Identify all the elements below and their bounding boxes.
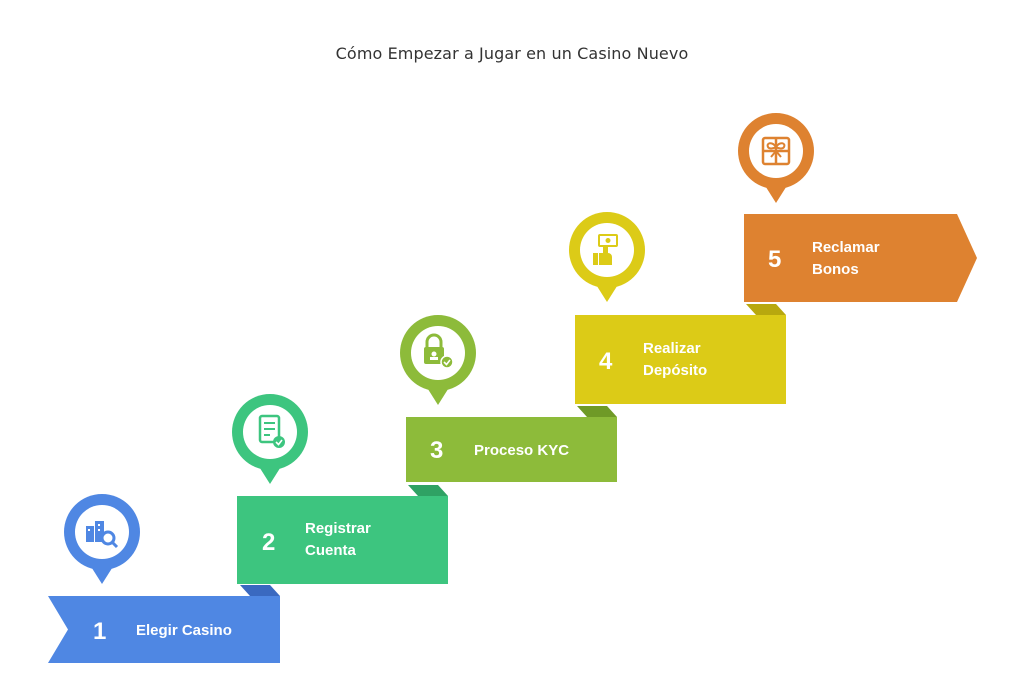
step-5: 5 Reclamar Bonos	[738, 113, 977, 302]
step-3: 3 Proceso KYC	[400, 315, 617, 482]
step-5-banner	[744, 214, 977, 302]
step-1-pin	[64, 494, 140, 584]
step-2: 2 Registrar Cuenta	[232, 394, 448, 584]
step-1-banner	[48, 596, 280, 663]
step-4-label-line1: Realizar	[643, 340, 701, 357]
step-3-number: 3	[430, 437, 443, 464]
step-4: 4 Realizar Depósito	[569, 212, 786, 404]
step-1-fold	[240, 585, 280, 596]
step-4-pin	[569, 212, 645, 302]
step-4-number: 4	[599, 348, 613, 375]
step-3-banner	[406, 417, 617, 482]
step-2-number: 2	[262, 529, 275, 556]
step-1-number: 1	[93, 618, 106, 645]
step-3-fold	[577, 406, 617, 417]
casino-search-icon	[86, 521, 119, 549]
registration-form-icon	[258, 414, 285, 448]
step-1: 1 Elegir Casino	[48, 494, 280, 663]
diagram-title: Cómo Empezar a Jugar en un Casino Nuevo	[335, 44, 689, 63]
secure-verification-icon	[424, 333, 454, 369]
cash-deposit-icon	[593, 234, 618, 265]
step-5-label-line2: Bonos	[812, 261, 859, 278]
step-5-label-line1: Reclamar	[812, 239, 880, 256]
step-4-banner	[575, 315, 786, 404]
step-5-pin	[738, 113, 814, 203]
step-3-pin	[400, 315, 476, 405]
step-2-label-line1: Registrar	[305, 520, 371, 537]
step-5-number: 5	[768, 246, 781, 273]
gift-bonus-icon	[761, 136, 791, 166]
step-2-label-line2: Cuenta	[305, 542, 356, 559]
step-4-label-line2: Depósito	[643, 362, 707, 379]
step-2-pin	[232, 394, 308, 484]
step-1-label: Elegir Casino	[136, 622, 232, 639]
step-4-fold	[746, 304, 786, 315]
step-2-fold	[408, 485, 448, 496]
step-2-banner	[237, 496, 448, 584]
step-3-label: Proceso KYC	[474, 442, 569, 459]
